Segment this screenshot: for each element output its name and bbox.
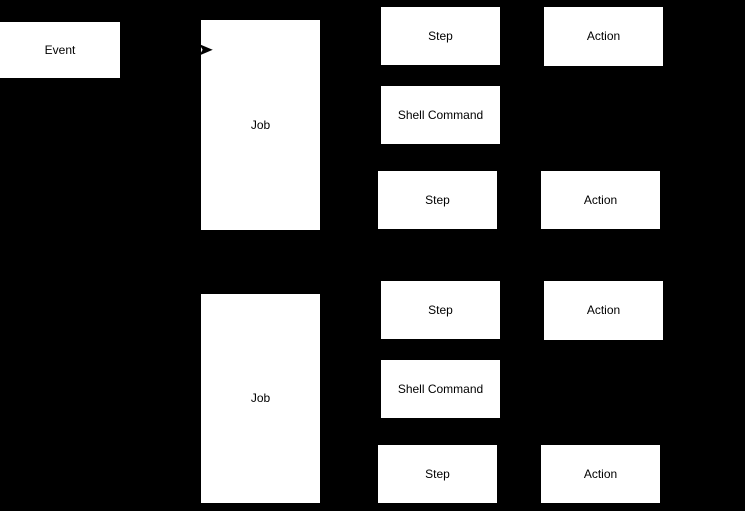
node-action-3: Action [544, 281, 663, 340]
node-job-1: Job [201, 20, 320, 230]
node-event: Event [0, 22, 120, 78]
node-action-1: Action [544, 7, 663, 66]
node-action-4: Action [541, 445, 660, 503]
node-step-2: Step [378, 171, 497, 229]
node-job-2: Job [201, 294, 320, 503]
node-shell-command-2: Shell Command [381, 360, 500, 418]
node-step-4: Step [378, 445, 497, 503]
node-shell-command-1: Shell Command [381, 86, 500, 144]
node-action-2: Action [541, 171, 660, 229]
node-step-1: Step [381, 7, 500, 65]
node-step-3: Step [381, 281, 500, 339]
